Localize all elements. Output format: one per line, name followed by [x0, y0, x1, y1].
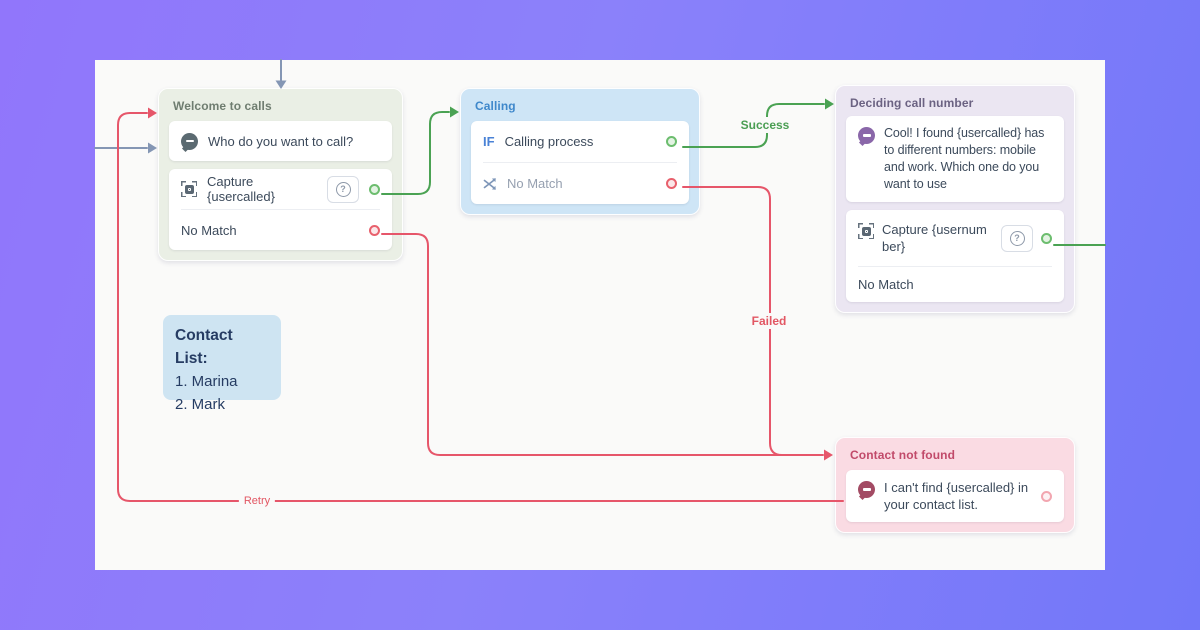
no-match-label: No Match — [507, 176, 563, 191]
capture-label: Capture {usercalled} — [207, 174, 275, 204]
question-bubble-icon: ? — [335, 181, 351, 197]
port-retry[interactable] — [1041, 490, 1052, 502]
capture-step[interactable]: Capture {usercalled} ? No Match — [169, 169, 392, 250]
node-title: Calling — [475, 99, 516, 113]
if-icon: IF — [483, 134, 495, 149]
capture-icon — [181, 181, 197, 197]
note-contact-list[interactable]: Contact List: 1. Marina 2. Mark — [163, 315, 281, 413]
speak-icon — [858, 127, 875, 144]
speak-text: Who do you want to call? — [208, 133, 354, 149]
capture-step[interactable]: Capture {usernumber} ? No Match — [846, 210, 1064, 302]
capture-row[interactable]: Capture {usercalled} ? — [169, 169, 392, 209]
port-no-match[interactable] — [369, 224, 380, 236]
no-match-row[interactable]: No Match — [846, 267, 1064, 302]
condition-row[interactable]: IF Calling process — [471, 121, 689, 162]
speak-icon — [181, 132, 198, 150]
node-title: Contact not found — [850, 448, 956, 462]
condition-label: Calling process — [504, 134, 594, 149]
speak-text: I can't find {usercalled} in your contac… — [884, 480, 1029, 512]
port-success[interactable] — [666, 136, 677, 147]
capture-row[interactable]: Capture {usernumber} ? — [846, 210, 1064, 266]
no-match-row[interactable]: No Match — [471, 163, 689, 204]
no-match-label: No Match — [858, 277, 914, 292]
speak-step[interactable]: Who do you want to call? — [169, 121, 392, 161]
capture-icon — [858, 223, 874, 239]
no-match-row[interactable]: No Match — [169, 210, 392, 250]
question-bubble-icon: ? — [1009, 230, 1025, 246]
note-title: Contact List: — [175, 327, 233, 367]
speak-step[interactable]: I can't find {usercalled} in your contac… — [846, 470, 1064, 522]
reprompt-button[interactable]: ? — [327, 175, 359, 203]
speak-step[interactable]: Cool! I found {usercalled} has to differ… — [846, 116, 1064, 202]
node-contact-not-found[interactable]: Contact not found I can't find {usercall… — [835, 437, 1075, 533]
node-deciding-call-number[interactable]: Deciding call number Cool! I found {user… — [835, 85, 1075, 313]
node-title: Deciding call number — [850, 96, 974, 110]
edge-label-retry: Retry — [238, 494, 276, 508]
speak-text: Cool! I found {usercalled} has to differ… — [884, 126, 1045, 191]
node-title: Welcome to calls — [173, 99, 272, 113]
divider — [858, 266, 1052, 267]
speak-icon — [858, 481, 875, 498]
node-welcome-to-calls[interactable]: Welcome to calls Who do you want to call… — [158, 88, 403, 261]
port-success[interactable] — [1041, 232, 1052, 244]
capture-label: Capture {usernumber} — [882, 222, 987, 254]
note-item: 2. Mark — [175, 396, 226, 413]
port-success[interactable] — [369, 183, 380, 195]
note-item: 1. Marina — [175, 373, 238, 390]
edge-label-failed: Failed — [746, 313, 792, 329]
reprompt-button[interactable]: ? — [1001, 224, 1033, 252]
no-match-icon — [483, 177, 496, 190]
port-no-match[interactable] — [666, 178, 677, 189]
node-calling[interactable]: Calling IF Calling process No Match — [460, 88, 700, 215]
condition-step[interactable]: IF Calling process No Match — [471, 121, 689, 204]
edge-label-success: Success — [735, 117, 795, 133]
no-match-label: No Match — [181, 222, 237, 238]
